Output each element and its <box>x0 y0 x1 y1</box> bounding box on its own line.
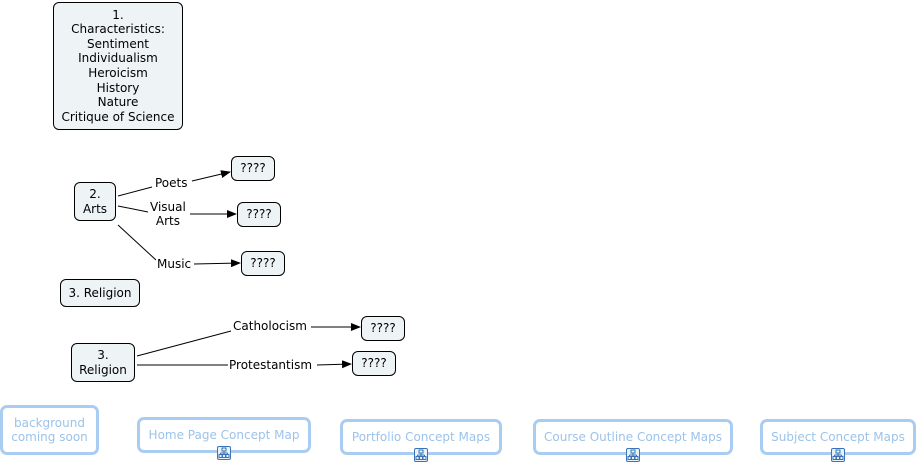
protestantism-arrow <box>316 360 352 369</box>
home-page-concept-map-label: Home Page Concept Map <box>148 428 300 442</box>
characteristics-node-line: Individualism <box>78 51 158 66</box>
religion-node[interactable]: 3.Religion <box>71 343 135 382</box>
religion-node-line: 3. <box>97 347 109 362</box>
arts-visual-connector <box>117 205 149 213</box>
religion-node-single[interactable]: 3. Religion <box>60 279 140 307</box>
poets-link-label[interactable]: Poets <box>154 176 189 190</box>
protestantism-link-label[interactable]: Protestantism <box>228 358 314 372</box>
arts-node[interactable]: 2.Arts <box>74 182 116 221</box>
characteristics-node-line: 1. <box>112 7 124 22</box>
visual-arts-link-label-line: Arts <box>155 214 180 228</box>
poets-target-label: ???? <box>240 161 266 176</box>
music-target-node[interactable]: ???? <box>241 251 285 276</box>
subject-concept-maps-label: Subject Concept Maps <box>771 430 905 444</box>
music-arrow <box>193 259 241 268</box>
catholocism-target-label: ???? <box>370 321 396 336</box>
music-target-label: ???? <box>250 256 276 271</box>
poets-target-node[interactable]: ???? <box>231 156 275 181</box>
course-outline-concept-maps-label: Course Outline Concept Maps <box>544 430 722 444</box>
protestantism-target-node[interactable]: ???? <box>352 351 396 376</box>
concept-map-icon[interactable] <box>414 448 428 462</box>
characteristics-node-line: Critique of Science <box>61 109 175 124</box>
subject-concept-maps-link[interactable]: Subject Concept Maps <box>760 419 916 455</box>
visual-arts-target-label: ???? <box>246 207 272 222</box>
religion-node-line: Religion <box>79 362 127 377</box>
music-link-label[interactable]: Music <box>156 257 193 271</box>
arts-node-line: 2. <box>89 186 101 201</box>
background-link-box-line: background <box>14 416 85 430</box>
characteristics-node-line: History <box>96 80 140 95</box>
concept-map-icon[interactable] <box>217 446 231 460</box>
arts-node-line: Arts <box>82 201 108 216</box>
religion-catholocism-connector <box>136 330 232 357</box>
religion-node-single-label: 3. Religion <box>68 285 132 300</box>
characteristics-node-line: Nature <box>97 95 139 110</box>
characteristics-node-line: Sentiment <box>86 36 150 51</box>
course-outline-concept-maps-link[interactable]: Course Outline Concept Maps <box>533 419 733 455</box>
characteristics-node-line: Characteristics: <box>71 22 165 37</box>
visual-arts-target-node[interactable]: ???? <box>237 202 281 227</box>
arts-poets-connector <box>117 186 153 197</box>
concept-map-icon[interactable] <box>831 448 845 462</box>
visual-arts-link-label-line: Visual <box>150 200 186 214</box>
catholocism-link-label[interactable]: Catholocism <box>232 319 308 333</box>
arts-music-connector <box>117 224 157 261</box>
catholocism-target-node[interactable]: ???? <box>361 316 405 341</box>
characteristics-node-line: Heroicism <box>88 66 148 80</box>
protestantism-target-label: ???? <box>361 356 387 371</box>
poets-arrow <box>191 170 231 182</box>
concept-map-icon[interactable] <box>626 448 640 462</box>
portfolio-concept-maps-link[interactable]: Portfolio Concept Maps <box>340 419 502 455</box>
portfolio-concept-maps-label: Portfolio Concept Maps <box>351 430 491 444</box>
background-link-box-line: coming soon <box>11 430 88 444</box>
